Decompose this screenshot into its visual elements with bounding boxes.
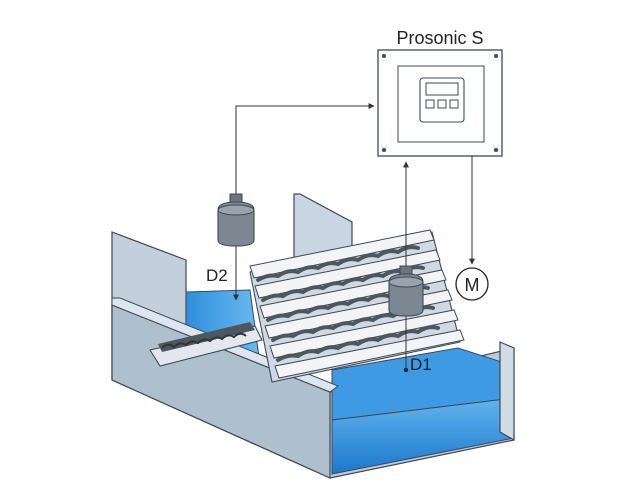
d2-signal-line: [235, 103, 375, 194]
controller-screws: [382, 54, 498, 152]
sensor-d2: D2: [206, 193, 255, 285]
prosonic-controller: Prosonic S: [377, 28, 503, 157]
controller-title: Prosonic S: [396, 28, 483, 48]
inlet-conveyor: [149, 322, 263, 367]
sensor-d2-label: D2: [206, 266, 228, 285]
motor-label: M: [465, 275, 480, 295]
sensor-d1: D1: [388, 265, 432, 374]
motor: M: [455, 267, 489, 301]
signal-lines: [233, 103, 475, 370]
controller-keys: [425, 99, 459, 109]
right-wall: [499, 341, 515, 442]
controller-display: [425, 82, 459, 96]
sensor-d1-label: D1: [410, 355, 432, 374]
